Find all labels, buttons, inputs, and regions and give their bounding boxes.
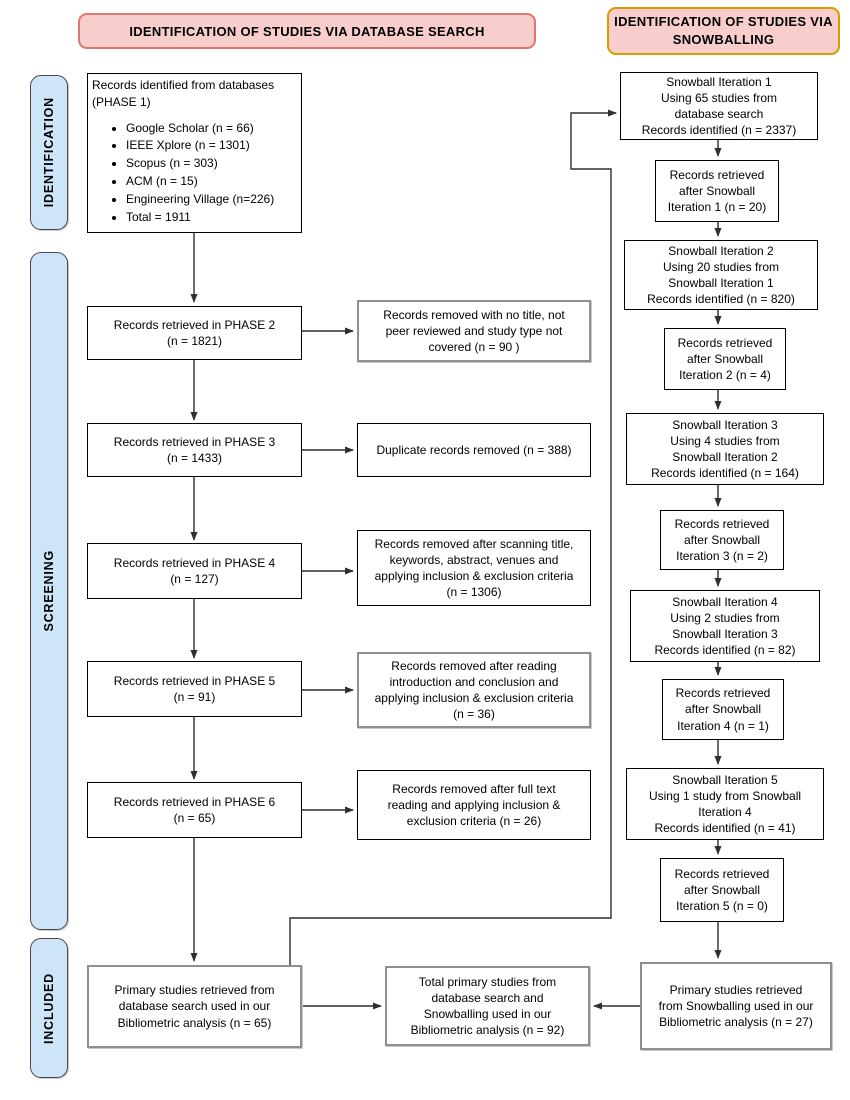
removed-phase6-box: Records removed after full text reading …: [357, 770, 591, 840]
stage-label-included: INCLUDED: [30, 938, 68, 1078]
records-after-iteration-2-box: Records retrieved after Snowball Iterati…: [664, 328, 786, 390]
phase3-records-box: Records retrieved in PHASE 3 (n = 1433): [87, 423, 302, 477]
phase1-title: Records identified from databases (PHASE…: [92, 78, 275, 109]
list-item: Scopus (n = 303): [126, 155, 297, 172]
snowball-iteration-3-box: Snowball Iteration 3 Using 4 studies fro…: [626, 413, 824, 485]
records-after-iteration-1-box: Records retrieved after Snowball Iterati…: [655, 160, 779, 222]
stage-label-screening: SCREENING: [30, 252, 68, 930]
records-after-iteration-3-box: Records retrieved after Snowball Iterati…: [660, 510, 784, 570]
stage-label-identification: IDENTIFICATION: [30, 75, 68, 230]
snowball-iteration-4-box: Snowball Iteration 4 Using 2 studies fro…: [630, 590, 820, 662]
primary-studies-database-box: Primary studies retrieved from database …: [87, 965, 302, 1048]
phase6-records-box: Records retrieved in PHASE 6 (n = 65): [87, 782, 302, 838]
stage-label-screening-text: SCREENING: [42, 550, 56, 632]
list-item: Google Scholar (n = 66): [126, 120, 297, 137]
records-after-iteration-4-box: Records retrieved after Snowball Iterati…: [662, 679, 784, 740]
snowball-iteration-2-box: Snowball Iteration 2 Using 20 studies fr…: [624, 240, 818, 310]
total-primary-studies-box: Total primary studies from database sear…: [385, 966, 590, 1046]
primary-studies-snowballing-box: Primary studies retrieved from Snowballi…: [640, 962, 832, 1050]
phase5-records-box: Records retrieved in PHASE 5 (n = 91): [87, 661, 302, 717]
header-snowballing: IDENTIFICATION OF STUDIES VIA SNOWBALLIN…: [607, 7, 840, 55]
snowball-iteration-1-box: Snowball Iteration 1 Using 65 studies fr…: [620, 72, 818, 140]
phase1-source-list: Google Scholar (n = 66) IEEE Xplore (n =…: [92, 120, 297, 226]
phase1-records-identified-box: Records identified from databases (PHASE…: [87, 73, 302, 233]
list-item: Engineering Village (n=226): [126, 191, 297, 208]
removed-phase5-box: Records removed after reading introducti…: [357, 652, 591, 728]
phase4-records-box: Records retrieved in PHASE 4 (n = 127): [87, 543, 302, 599]
stage-label-identification-text: IDENTIFICATION: [42, 97, 56, 208]
list-item: IEEE Xplore (n = 1301): [126, 137, 297, 154]
header-database-search: IDENTIFICATION OF STUDIES VIA DATABASE S…: [78, 13, 536, 49]
removed-phase2-box: Records removed with no title, not peer …: [357, 300, 591, 362]
removed-phase3-box: Duplicate records removed (n = 388): [357, 423, 591, 477]
list-item: Total = 1911: [126, 209, 297, 226]
snowball-iteration-5-box: Snowball Iteration 5 Using 1 study from …: [626, 768, 824, 840]
records-after-iteration-5-box: Records retrieved after Snowball Iterati…: [660, 858, 784, 922]
removed-phase4-box: Records removed after scanning title, ke…: [357, 530, 591, 606]
phase2-records-box: Records retrieved in PHASE 2 (n = 1821): [87, 306, 302, 360]
list-item: ACM (n = 15): [126, 173, 297, 190]
stage-label-included-text: INCLUDED: [42, 972, 56, 1044]
